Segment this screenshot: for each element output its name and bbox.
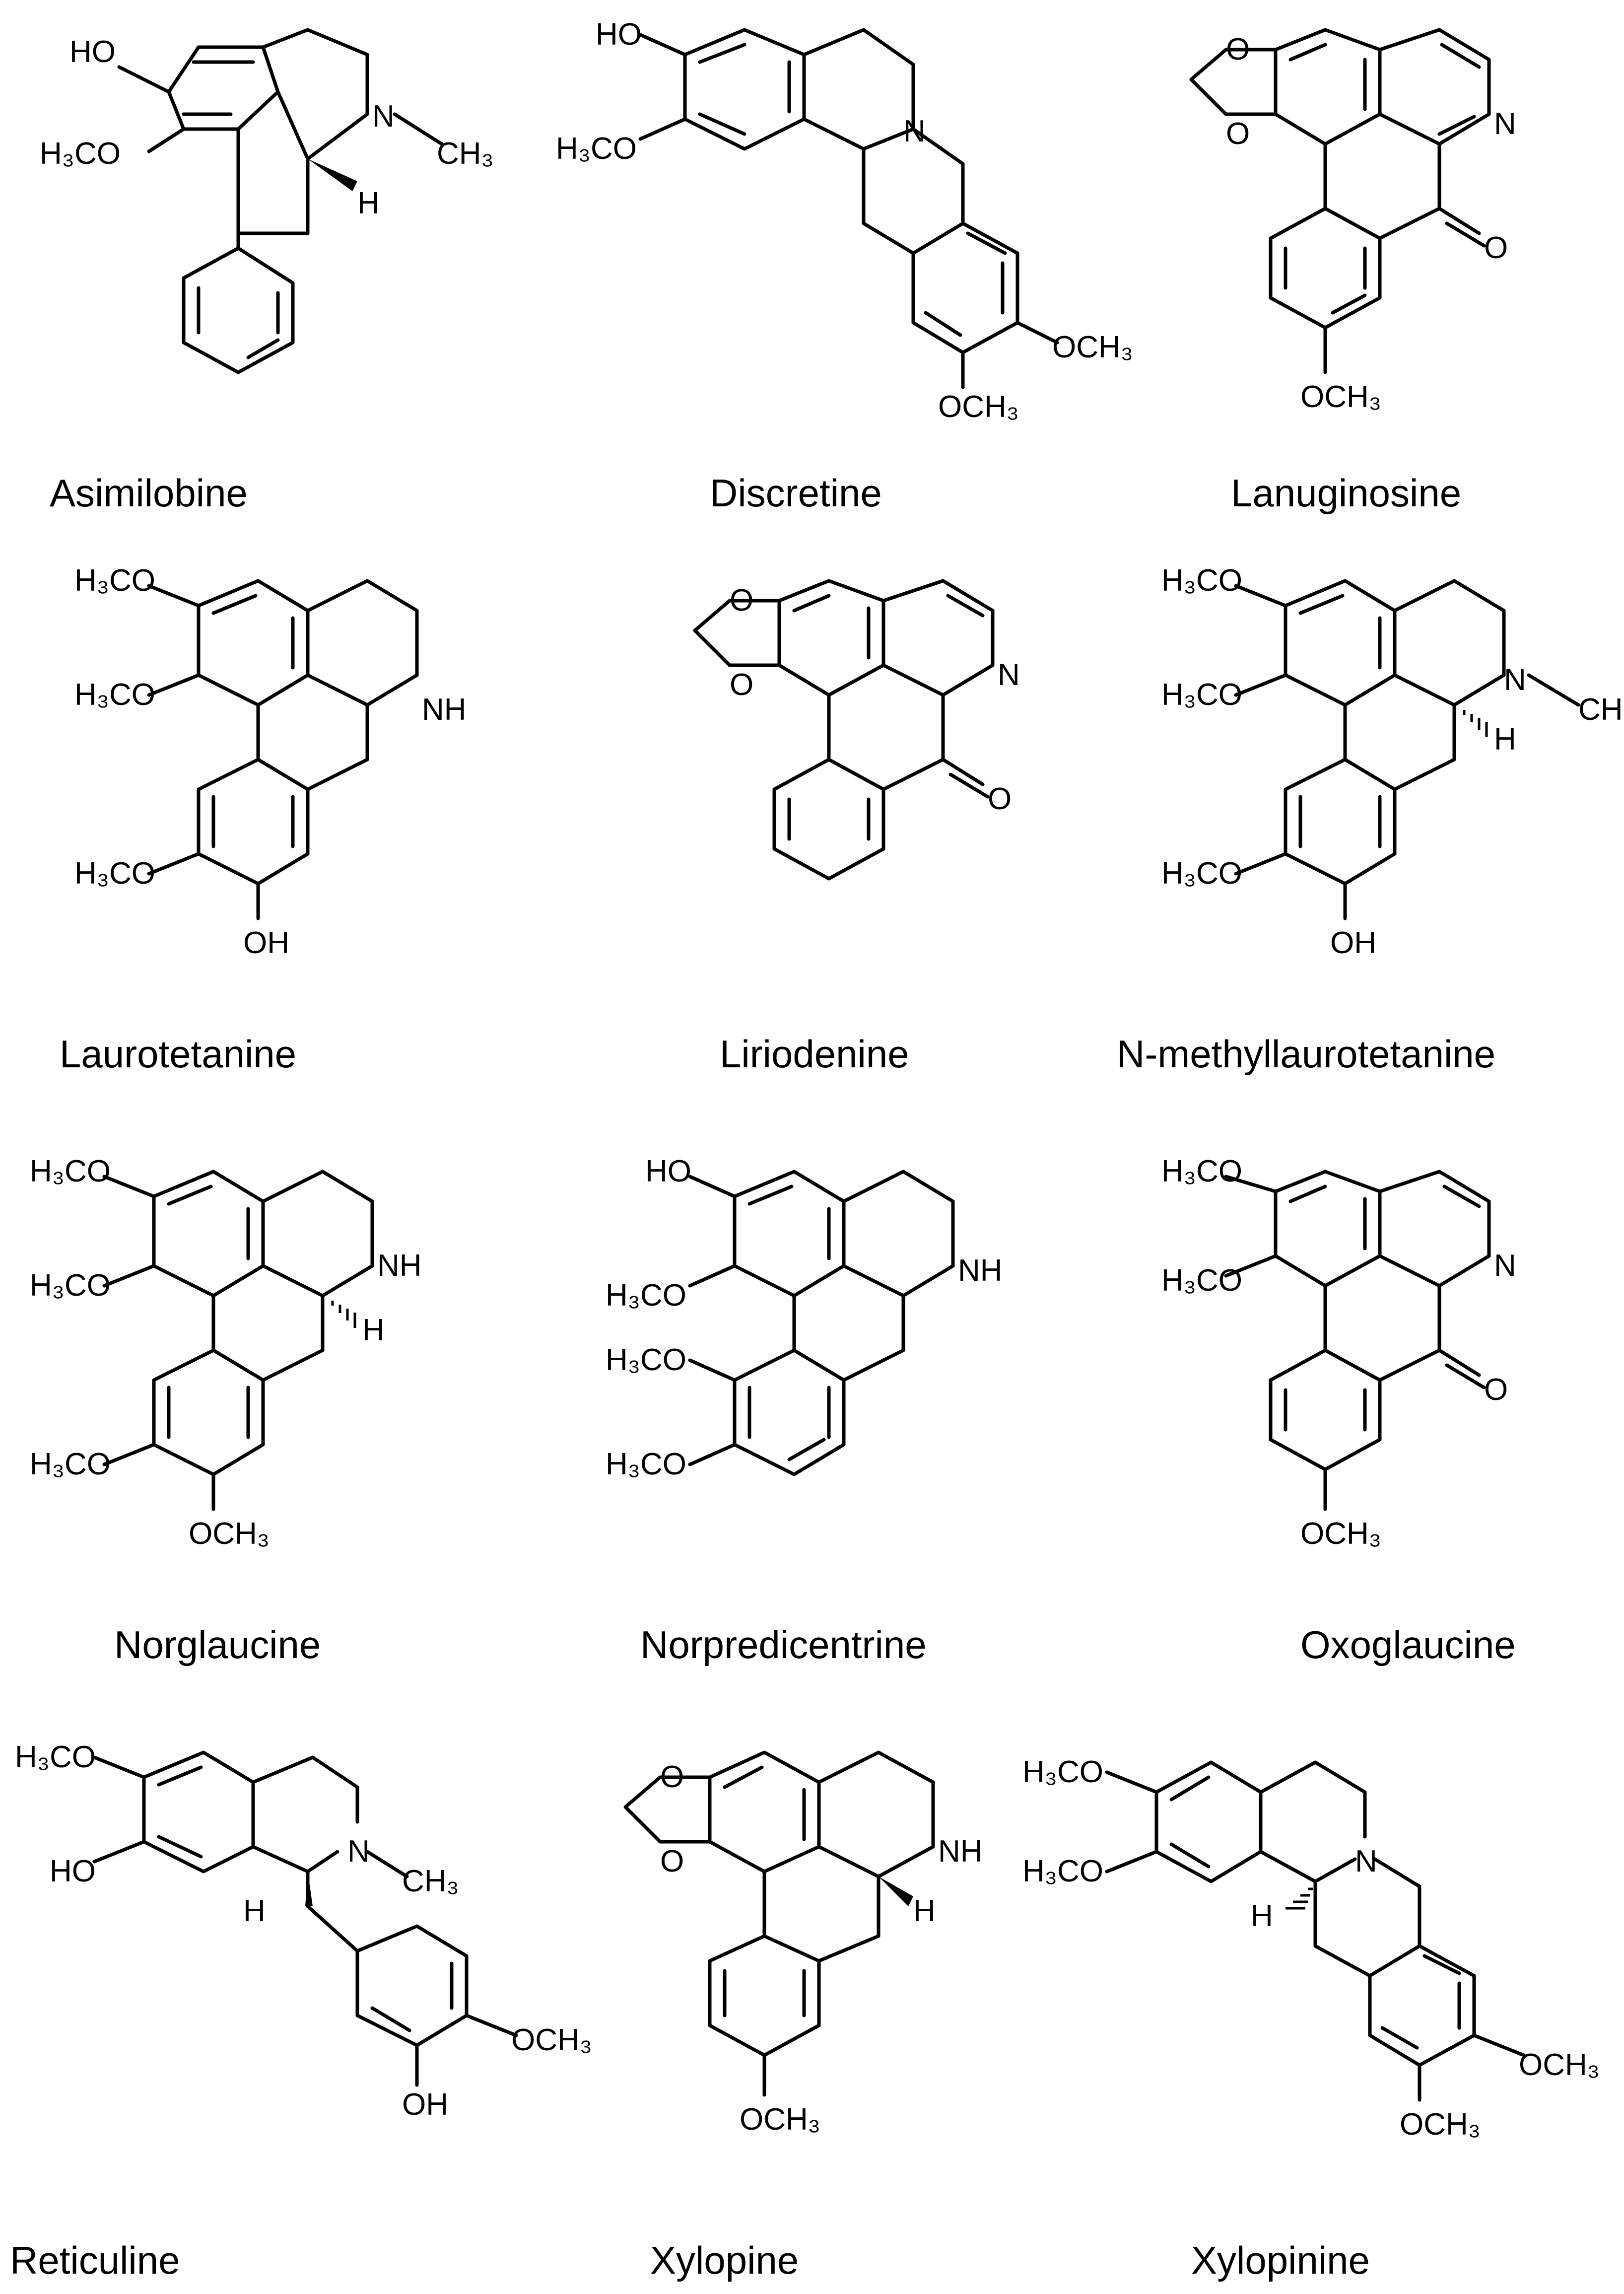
compound-name-norpredicentrine: Norpredicentrine bbox=[640, 1623, 927, 1667]
structure-asimilobine: HO H₃CO N CH₃ H bbox=[40, 28, 494, 374]
label-h: H bbox=[913, 1894, 936, 1928]
label-och3: OCH₃ bbox=[1300, 380, 1381, 414]
label-nh: NH bbox=[938, 1834, 983, 1869]
label-o-top: O bbox=[660, 1760, 684, 1794]
label-h3co-2: H₃CO bbox=[30, 1268, 111, 1303]
structure-norglaucine: H₃CO H₃CO NH H H₃CO OCH₃ bbox=[30, 1154, 422, 1551]
label-nh: NH bbox=[958, 1253, 1003, 1288]
label-h3co-1: H₃CO bbox=[1161, 563, 1242, 598]
label-h3co: H₃CO bbox=[15, 1740, 96, 1774]
label-h3co-2: H₃CO bbox=[606, 1343, 686, 1377]
label-h: H bbox=[243, 1894, 266, 1928]
compound-name-reticuline: Reticuline bbox=[10, 2238, 180, 2282]
label-h: H bbox=[1251, 1899, 1273, 1933]
label-h3co-1: H₃CO bbox=[74, 563, 155, 598]
label-och3: OCH₃ bbox=[740, 2102, 820, 2137]
label-o-ketone: O bbox=[1484, 1373, 1508, 1407]
label-och3: OCH₃ bbox=[1300, 1517, 1381, 1551]
label-o-bottom: O bbox=[1226, 117, 1250, 151]
label-h3co-2: H₃CO bbox=[1161, 678, 1242, 712]
label-n: N bbox=[1504, 663, 1526, 697]
compound-name-asimilobine: Asimilobine bbox=[50, 471, 248, 515]
compound-name-xylopine: Xylopine bbox=[650, 2238, 799, 2282]
structure-n-methyllaurotetanine: H₃CO H₃CO N CH₃ H H₃CO OH bbox=[1161, 563, 1624, 960]
label-ho: HO bbox=[50, 1854, 96, 1888]
label-h3co-1: H₃CO bbox=[606, 1278, 686, 1313]
label-oh: OH bbox=[402, 2087, 448, 2122]
label-n: N bbox=[1355, 1844, 1377, 1878]
label-h3co-3: H₃CO bbox=[1161, 856, 1242, 891]
structure-discretine: HO H₃CO N OCH₃ OCH₃ bbox=[556, 17, 1133, 424]
label-ch3: CH₃ bbox=[1578, 693, 1624, 727]
label-nh: NH bbox=[377, 1249, 422, 1283]
label-och3: OCH₃ bbox=[189, 1517, 270, 1551]
label-n: N bbox=[1494, 1249, 1516, 1283]
compound-name-n-methyllaurotetanine: N-methyllaurotetanine bbox=[1117, 1032, 1495, 1076]
label-och3-bottom: OCH₃ bbox=[1400, 2107, 1481, 2142]
structure-lanuginosine: O O N O OCH₃ bbox=[1189, 28, 1516, 414]
compound-name-oxoglaucine: Oxoglaucine bbox=[1300, 1623, 1516, 1667]
label-h: H bbox=[1494, 722, 1516, 757]
compound-name-discretine: Discretine bbox=[710, 471, 882, 515]
label-ho: HO bbox=[596, 17, 642, 52]
label-ch3: CH₃ bbox=[437, 137, 494, 171]
label-h3co-2: H₃CO bbox=[1022, 1854, 1103, 1888]
label-h3co-3: H₃CO bbox=[606, 1447, 686, 1481]
label-nh: NH bbox=[422, 693, 467, 727]
compound-name-lanuginosine: Lanuginosine bbox=[1231, 471, 1461, 515]
label-n: N bbox=[903, 114, 926, 148]
label-o-ketone: O bbox=[988, 782, 1012, 816]
compound-name-laurotetanine: Laurotetanine bbox=[60, 1032, 296, 1076]
compound-name-xylopinine: Xylopinine bbox=[1191, 2238, 1370, 2282]
label-ch3: CH₃ bbox=[402, 1864, 459, 1898]
label-o-bottom: O bbox=[730, 668, 753, 702]
structure-xylopine: O O NH H OCH₃ bbox=[623, 1750, 983, 2137]
label-h3co-3: H₃CO bbox=[74, 856, 155, 891]
label-o-bottom: O bbox=[660, 1844, 684, 1878]
label-h3co-2: H₃CO bbox=[74, 678, 155, 712]
label-ho: HO bbox=[645, 1154, 691, 1188]
label-n: N bbox=[372, 99, 395, 134]
label-o-ketone: O bbox=[1484, 231, 1508, 265]
label-och3-right: OCH₃ bbox=[1052, 330, 1133, 364]
structure-reticuline: H₃CO HO N CH₃ H OCH₃ OH bbox=[15, 1740, 592, 2122]
structure-laurotetanine: H₃CO H₃CO NH H₃CO OH bbox=[74, 563, 467, 960]
label-n: N bbox=[347, 1834, 370, 1869]
label-h: H bbox=[357, 186, 380, 220]
label-h3co-3: H₃CO bbox=[30, 1447, 111, 1481]
label-h3co-1: H₃CO bbox=[30, 1154, 111, 1188]
compound-name-liriodenine: Liriodenine bbox=[720, 1032, 909, 1076]
label-h3co-1: H₃CO bbox=[1022, 1755, 1103, 1789]
label-och3-bottom: OCH₃ bbox=[938, 390, 1019, 424]
compound-name-norglaucine: Norglaucine bbox=[114, 1623, 321, 1667]
label-h3co: H₃CO bbox=[556, 132, 637, 166]
label-och3-right: OCH₃ bbox=[1519, 2048, 1600, 2082]
label-oh: OH bbox=[243, 926, 289, 960]
label-h3co: H₃CO bbox=[40, 137, 121, 171]
label-h3co-1: H₃CO bbox=[1161, 1154, 1242, 1188]
label-h: H bbox=[362, 1313, 385, 1347]
structure-xylopinine: H₃CO H₃CO N H OCH₃ OCH₃ bbox=[1022, 1755, 1600, 2142]
label-n: N bbox=[1494, 107, 1516, 141]
structure-norpredicentrine: HO H₃CO NH H₃CO H₃CO bbox=[606, 1154, 1003, 1481]
label-h3co-2: H₃CO bbox=[1161, 1263, 1242, 1298]
label-och3: OCH₃ bbox=[511, 2023, 592, 2057]
structure-liriodenine: O O N O bbox=[693, 579, 1020, 881]
label-ho: HO bbox=[69, 35, 116, 69]
label-o-top: O bbox=[730, 583, 753, 618]
label-oh: OH bbox=[1330, 926, 1376, 960]
structure-oxoglaucine: H₃CO H₃CO N O OCH₃ bbox=[1161, 1154, 1516, 1551]
label-o-top: O bbox=[1226, 32, 1250, 67]
label-n: N bbox=[998, 658, 1020, 692]
